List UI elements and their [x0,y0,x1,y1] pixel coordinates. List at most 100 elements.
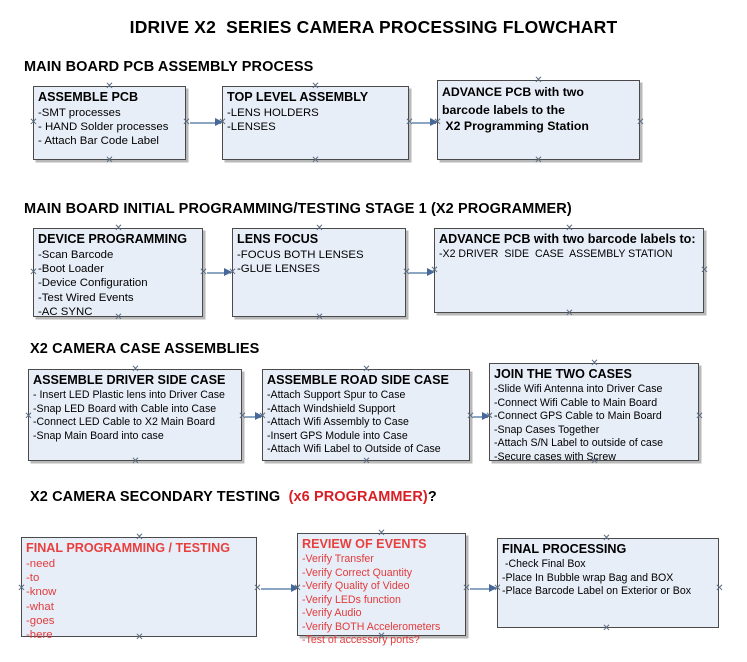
box-line: -Snap Main Board into case [33,429,164,442]
selection-handle-icon[interactable] [565,224,574,233]
selection-handle-icon[interactable] [29,268,38,277]
selection-handle-icon[interactable] [228,268,237,277]
section-heading-tail: ? [427,489,437,505]
box-line: - HAND Solder processes [38,121,169,134]
box-review-of-events[interactable]: REVIEW OF EVENTS -Verify Transfer -Verif… [297,533,466,646]
box-line: -goes [26,614,55,627]
selection-handle-icon[interactable] [293,584,302,593]
box-line: X2 Programming Station [442,119,589,133]
selection-handle-icon[interactable] [29,118,38,127]
selection-handle-icon[interactable] [311,82,320,91]
box-line: -Boot Loader [38,263,104,276]
box-line: -Verify LEDs function [302,593,401,606]
selection-handle-icon[interactable] [114,224,123,233]
selection-handle-icon[interactable] [602,534,611,543]
selection-handle-icon[interactable] [105,156,114,165]
box-line: -Verify Correct Quantity [302,566,413,579]
box-line: -Attach Wifi Assembly to Case [267,416,409,428]
selection-handle-icon[interactable] [114,313,123,322]
box-advance-pcb-programming-station[interactable]: ADVANCE PCB with two barcode labels to t… [437,80,640,160]
selection-handle-icon[interactable] [430,266,439,275]
selection-handle-icon[interactable] [715,584,724,593]
selection-handle-icon[interactable] [485,412,494,421]
box-line: -Verify Transfer [302,553,374,565]
box-final-programming-testing[interactable]: FINAL PROGRAMMING / TESTING -need -to -k… [21,537,257,641]
box-line-overflow: -Test of accessory ports? [302,634,420,646]
connector-line [207,272,227,274]
section-heading-x2-camera-secondary-testing: X2 CAMERA SECONDARY TESTING (x6 PROGRAMM… [30,489,437,505]
box-line: -Attach Support Spur to Case [267,389,406,401]
box-title: LENS FOCUS [237,232,319,246]
box-line: - Attach Bar Code Label [38,135,159,148]
selection-handle-icon[interactable] [131,457,140,466]
connector-line [473,416,487,418]
box-line: -Device Configuration [38,277,148,290]
box-assemble-road-side-case[interactable]: ASSEMBLE ROAD SIDE CASE -Attach Support … [262,369,470,461]
selection-handle-icon[interactable] [362,365,371,374]
box-assemble-driver-side-case[interactable]: ASSEMBLE DRIVER SIDE CASE - Insert LED P… [28,369,242,461]
box-line: -know [26,586,57,599]
box-top-level-assembly[interactable]: TOP LEVEL ASSEMBLY -LENS HOLDERS -LENSES [222,86,409,160]
selection-handle-icon[interactable] [565,309,574,318]
selection-handle-icon[interactable] [590,457,599,466]
selection-handle-icon[interactable] [602,624,611,633]
box-line: -AC SYNC [38,305,93,318]
box-lens-focus[interactable]: LENS FOCUS -FOCUS BOTH LENSES -GLUE LENS… [232,228,406,317]
selection-handle-icon[interactable] [258,412,267,421]
selection-handle-icon[interactable] [105,82,114,91]
selection-handle-icon[interactable] [377,529,386,538]
selection-handle-icon[interactable] [362,457,371,466]
box-line: barcode labels to the [442,102,565,117]
box-device-programming[interactable]: DEVICE PROGRAMMING -Scan Barcode -Boot L… [33,228,203,318]
box-line: -Slide Wifi Antenna into Driver Case [494,383,663,395]
selection-handle-icon[interactable] [433,118,442,127]
selection-handle-icon[interactable] [534,156,543,165]
box-line: -Attach Windshield Support [267,402,396,415]
box-title: DEVICE PROGRAMMING [38,232,188,246]
section-heading-main-board-pcb-assembly-process: MAIN BOARD PCB ASSEMBLY PROCESS [24,59,314,75]
box-line: -need [26,558,56,570]
box-line: -Connect GPS Cable to Main Board [494,410,662,422]
box-line: -Verify Audio [302,607,362,619]
selection-handle-icon[interactable] [534,76,543,85]
section-heading-text: X2 CAMERA SECONDARY TESTING [30,489,289,505]
section-heading-accent: (x6 PROGRAMMER) [288,489,428,505]
selection-handle-icon[interactable] [311,156,320,165]
box-line: -Snap Cases Together [494,423,600,436]
box-line: -Insert GPS Module into Case [267,429,408,442]
box-line: -LENS HOLDERS [227,107,319,119]
selection-handle-icon[interactable] [315,224,324,233]
box-line: -GLUE LENSES [237,263,320,276]
selection-handle-icon[interactable] [695,412,704,421]
selection-handle-icon[interactable] [135,633,144,642]
box-line: -Snap LED Board with Cable into Case [33,402,217,415]
connector-line [409,272,431,274]
selection-handle-icon[interactable] [377,632,386,641]
selection-handle-icon[interactable] [218,118,227,127]
selection-handle-icon[interactable] [17,584,26,593]
box-line: -Place Barcode Label on Exterior or Box [502,585,692,597]
selection-handle-icon[interactable] [131,365,140,374]
box-line: -LENSES [227,121,276,134]
box-join-the-two-cases[interactable]: JOIN THE TWO CASES -Slide Wifi Antenna i… [489,363,699,463]
selection-handle-icon[interactable] [636,118,645,127]
selection-handle-icon[interactable] [24,412,33,421]
section-heading-x2-camera-case-assemblies: X2 CAMERA CASE ASSEMBLIES [30,341,260,357]
box-title: ASSEMBLE PCB [38,90,139,104]
box-title: ADVANCE PCB with two barcode labels to: [439,232,696,246]
box-line: -Verify BOTH Accelerometers [302,620,441,633]
selection-handle-icon[interactable] [135,533,144,542]
box-assemble-pcb[interactable]: ASSEMBLE PCB -SMT processes - HAND Solde… [33,86,186,160]
box-final-processing[interactable]: FINAL PROCESSING -Check Final Box -Place… [497,538,719,628]
box-line: -Test Wired Events [38,291,134,304]
page-title: IDRIVE X2 SERIES CAMERA PROCESSING FLOWC… [129,17,618,37]
selection-handle-icon[interactable] [493,584,502,593]
box-line: - Insert LED Plastic lens into Driver Ca… [33,389,225,401]
box-advance-pcb-driver-side-case[interactable]: ADVANCE PCB with two barcode labels to: … [434,228,704,313]
box-line: -SMT processes [38,107,121,119]
selection-handle-icon[interactable] [315,313,324,322]
selection-handle-icon[interactable] [590,359,599,368]
box-title: TOP LEVEL ASSEMBLY [227,90,369,104]
box-line: -what [26,600,54,613]
selection-handle-icon[interactable] [700,266,709,275]
